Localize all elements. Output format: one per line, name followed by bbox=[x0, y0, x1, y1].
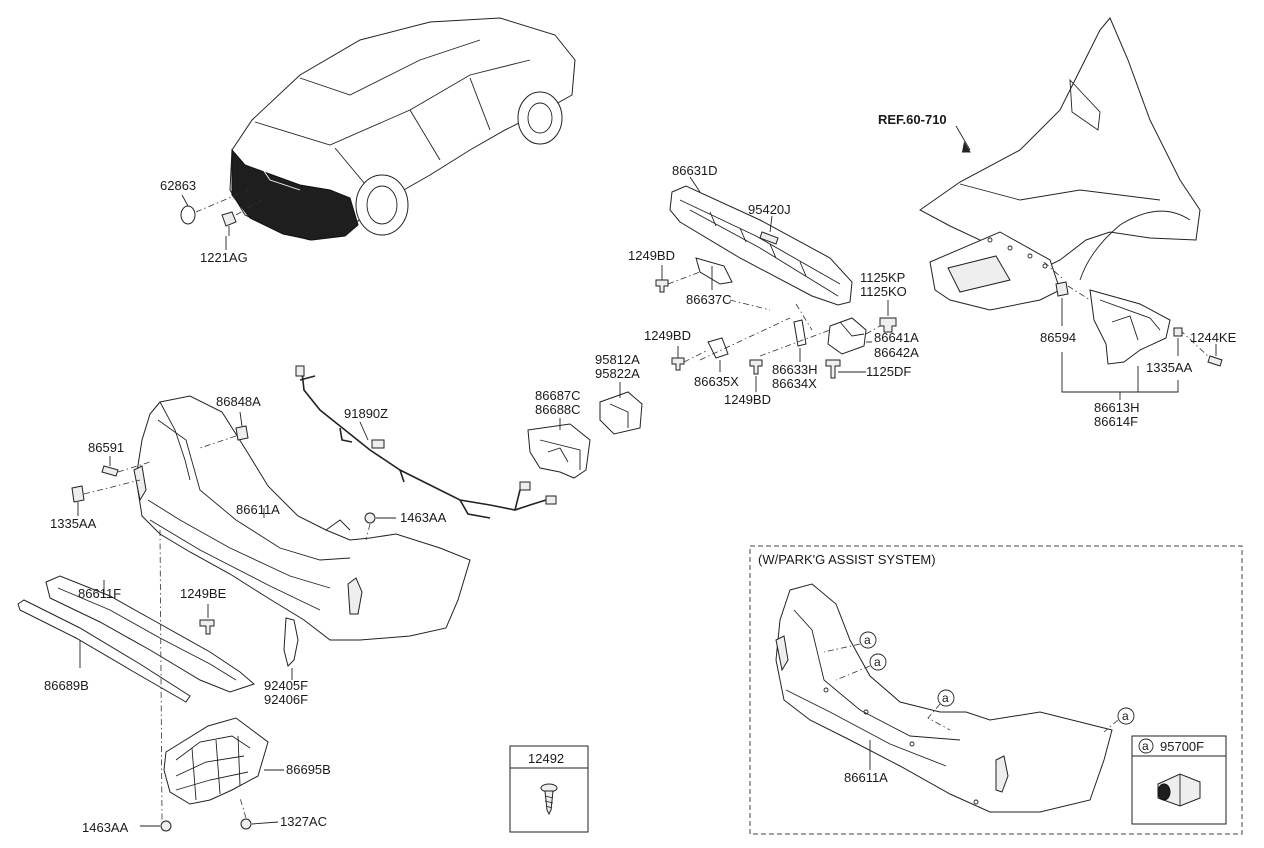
label-86631D: 86631D bbox=[672, 163, 718, 178]
callout-letter-2: a bbox=[874, 655, 881, 669]
label-1335AA-b: 1335AA bbox=[1146, 360, 1193, 375]
label-86591: 86591 bbox=[88, 440, 124, 455]
label-1327AC: 1327AC bbox=[280, 814, 327, 829]
label-ref-60-710: REF.60-710 bbox=[878, 112, 947, 127]
label-86687C: 86687C bbox=[535, 388, 581, 403]
leader-95420J: 95420J bbox=[748, 202, 791, 245]
label-1125KO: 1125KO bbox=[860, 284, 907, 299]
label-86633H: 86633H bbox=[772, 362, 818, 377]
label-86695B: 86695B bbox=[286, 762, 331, 777]
label-1249BD-a: 1249BD bbox=[628, 248, 675, 263]
leader-1125DF: 1125DF bbox=[825, 359, 911, 379]
molding-86689B: 86689B bbox=[17, 599, 191, 703]
label-86611F: 86611F bbox=[78, 586, 121, 601]
park-assist-title: (W/PARK'G ASSIST SYSTEM) bbox=[758, 552, 936, 567]
label-86641A: 86641A bbox=[874, 330, 919, 345]
label-1249BD-c: 1249BD bbox=[724, 392, 771, 407]
car-overview-illustration bbox=[229, 17, 576, 241]
label-95812A: 95812A bbox=[595, 352, 640, 367]
screw-icon bbox=[540, 783, 558, 816]
sensor-callout-1: a bbox=[823, 631, 877, 653]
legend-letter: a bbox=[1142, 739, 1149, 753]
label-1463AA-b: 1463AA bbox=[82, 820, 129, 835]
bracket-86687C: 86687C 86688C bbox=[527, 388, 591, 479]
clip-1335AA-a: 1335AA bbox=[50, 479, 141, 531]
bracket-86613H: 86594 1335AA 1244KE 86613H 86614F bbox=[1040, 261, 1237, 429]
label-92406F: 92406F bbox=[264, 692, 308, 707]
label-91890Z: 91890Z bbox=[344, 406, 388, 421]
label-86689B: 86689B bbox=[44, 678, 89, 693]
label-1244KE: 1244KE bbox=[1190, 330, 1237, 345]
label-95420J: 95420J bbox=[748, 202, 791, 217]
bracket-86637C: 86637C bbox=[686, 257, 733, 307]
nut-1463AA-b: 1463AA bbox=[82, 820, 172, 835]
sensor-legend-95700F: a 95700F bbox=[1131, 735, 1227, 825]
callout-letter-4: a bbox=[1122, 709, 1129, 723]
label-86614F: 86614F bbox=[1094, 414, 1138, 429]
leader-1249BD-c: 1249BD bbox=[724, 359, 771, 407]
sensor-callout-4: a bbox=[1103, 707, 1135, 733]
label-62863: 62863 bbox=[160, 178, 196, 193]
beam-dash-lines bbox=[699, 299, 831, 361]
callout-letter-3: a bbox=[942, 691, 949, 705]
park-assist-box: (W/PARK'G ASSIST SYSTEM) 86611A a a a bbox=[749, 545, 1243, 835]
nut-1463AA-a: 1463AA bbox=[364, 510, 447, 541]
leader-86848A: 86848A bbox=[199, 394, 261, 449]
bracket-86633H: 86633H 86634X bbox=[772, 319, 818, 391]
legend-part-number: 95700F bbox=[1160, 739, 1204, 754]
leader-1249BD-a: 1249BD bbox=[628, 248, 701, 293]
leader-1249BD-b: 1249BD bbox=[644, 328, 709, 371]
label-86634X: 86634X bbox=[772, 376, 817, 391]
label-95822A: 95822A bbox=[595, 366, 640, 381]
fastener-part-number: 12492 bbox=[528, 751, 564, 766]
label-1125KP: 1125KP bbox=[860, 270, 905, 285]
leader-1221AG: 1221AG bbox=[200, 199, 263, 265]
quarter-panel-reference: REF.60-710 bbox=[878, 17, 1201, 311]
label-92405F: 92405F bbox=[264, 678, 308, 693]
label-86642A: 86642A bbox=[874, 345, 919, 360]
undercover-86695B: 86695B bbox=[159, 529, 331, 821]
sensor-callout-2: a bbox=[835, 653, 887, 681]
bumper-cover-86611A: 86611A bbox=[133, 395, 471, 641]
label-1335AA-a: 1335AA bbox=[50, 516, 97, 531]
garnish-86611F: 86611F bbox=[45, 575, 255, 693]
rear-bumper-highlight bbox=[231, 148, 359, 241]
leader-86591: 86591 bbox=[88, 440, 151, 477]
callout-letter-1: a bbox=[864, 633, 871, 647]
label-1463AA-a: 1463AA bbox=[400, 510, 447, 525]
leader-62863: 62863 bbox=[160, 178, 249, 225]
screw-1249BE: 1249BE bbox=[180, 586, 227, 635]
fastener-box-12492: 12492 bbox=[509, 745, 589, 833]
label-1249BD-b: 1249BD bbox=[644, 328, 691, 343]
leader-1125KP-1125KO: 1125KP 1125KO bbox=[860, 270, 907, 333]
label-1125DF: 1125DF bbox=[866, 364, 911, 379]
label-1221AG: 1221AG bbox=[200, 250, 248, 265]
label-86611A-b: 86611A bbox=[844, 770, 888, 785]
clip-1327AC: 1327AC bbox=[239, 797, 327, 830]
label-86594: 86594 bbox=[1040, 330, 1076, 345]
bracket-86641A: 86641A 86642A bbox=[827, 317, 919, 360]
label-86611A-a: 86611A bbox=[236, 502, 280, 517]
bumper-beam-86631D: 86631D bbox=[669, 163, 853, 306]
bracket-86635X: 86635X bbox=[694, 337, 739, 389]
label-86637C: 86637C bbox=[686, 292, 732, 307]
sensor-callout-3: a bbox=[927, 689, 955, 731]
label-1249BE: 1249BE bbox=[180, 586, 227, 601]
label-86613H: 86613H bbox=[1094, 400, 1140, 415]
label-86635X: 86635X bbox=[694, 374, 739, 389]
wiring-harness-91890Z: 91890Z bbox=[295, 365, 557, 519]
label-86688C: 86688C bbox=[535, 402, 581, 417]
bracket-95812A: 95812A 95822A bbox=[595, 352, 643, 435]
reflector-92405F: 92405F 92406F bbox=[264, 617, 308, 707]
label-86848A: 86848A bbox=[216, 394, 261, 409]
